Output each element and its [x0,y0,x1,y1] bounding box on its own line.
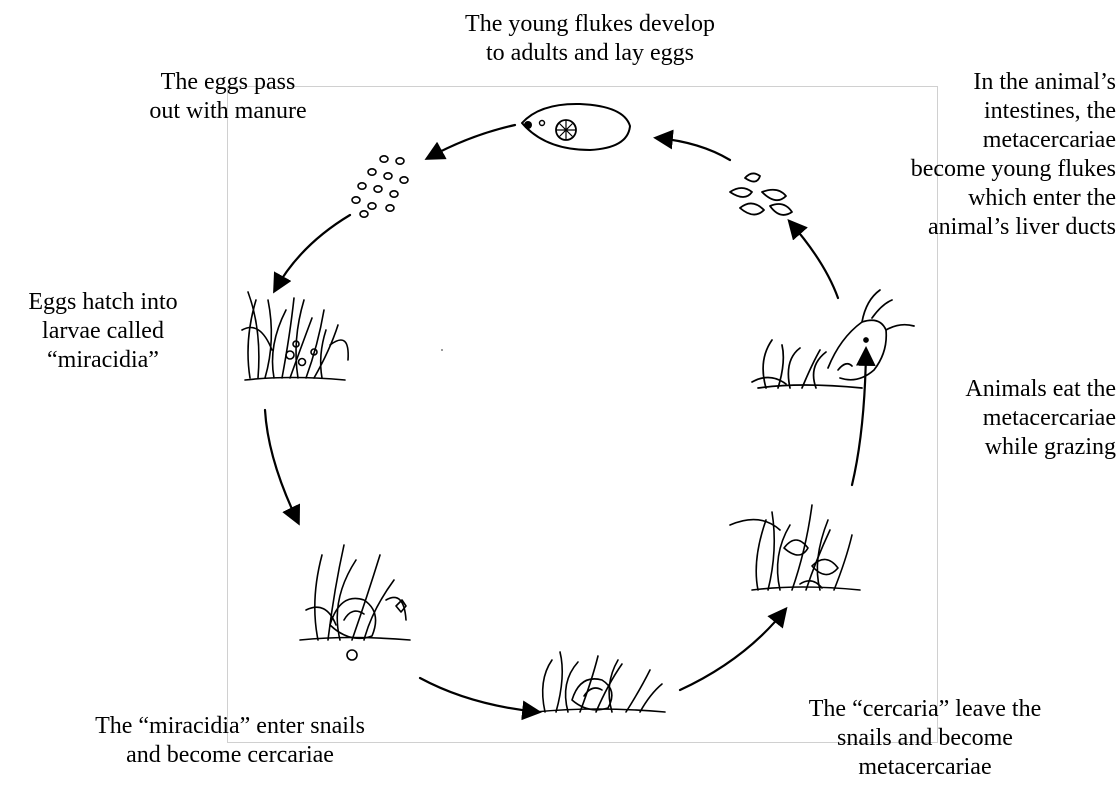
label-miracidia-line-3: “miracidia” [0,346,206,375]
label-snails-line-2: and become cercariae [60,741,400,770]
young-flukes-icon [730,173,792,214]
label-young-flukes: In the animal’s intestines, the metacerc… [820,68,1116,242]
arrow-young-flukes-to-adults [657,138,730,160]
center-dot [441,349,443,351]
label-young-flukes-line-3: metacercariae [820,126,1116,155]
arrow-snail-to-center [420,678,538,712]
label-adults: The young flukes develop to adults and l… [440,10,740,68]
arrow-adults-to-eggs [428,125,515,158]
label-miracidia: Eggs hatch into larvae called “miracidia… [0,288,206,375]
label-grazing-line-2: metacercariae [900,404,1116,433]
label-snails: The “miracidia” enter snails and become … [60,712,400,770]
arrow-metacercariae-to-goat [852,350,866,485]
label-eggs: The eggs pass out with manure [98,68,358,126]
goat-grazing-icon [752,290,914,388]
adult-fluke-icon [522,104,630,150]
label-cercaria: The “cercaria” leave the snails and beco… [770,695,1080,782]
label-young-flukes-line-1: In the animal’s [820,68,1116,97]
grass-metacercariae-icon [730,505,860,590]
grass-snail-center-icon [535,652,665,712]
label-young-flukes-line-6: animal’s liver ducts [820,213,1116,242]
label-miracidia-line-2: larvae called [0,317,206,346]
label-young-flukes-line-5: which enter the [820,184,1116,213]
arrow-grass-to-snail [265,410,298,522]
eggs-icon [352,156,408,217]
label-miracidia-line-1: Eggs hatch into [0,288,206,317]
label-cercaria-line-1: The “cercaria” leave the [770,695,1080,724]
label-grazing-line-3: while grazing [900,433,1116,462]
label-adults-line-2: to adults and lay eggs [440,39,740,68]
grass-snail-icon [300,545,410,660]
label-young-flukes-line-4: become young flukes [820,155,1116,184]
label-snails-line-1: The “miracidia” enter snails [60,712,400,741]
label-adults-line-1: The young flukes develop [440,10,740,39]
label-eggs-line-1: The eggs pass [98,68,358,97]
grass-miracidia-icon [242,292,348,380]
arrow-eggs-to-grass [275,215,350,290]
label-grazing: Animals eat the metacercariae while graz… [900,375,1116,462]
label-cercaria-line-3: metacercariae [770,753,1080,782]
arrow-center-to-metacercariae [680,610,785,690]
label-eggs-line-2: out with manure [98,97,358,126]
label-cercaria-line-2: snails and become [770,724,1080,753]
label-young-flukes-line-2: intestines, the [820,97,1116,126]
label-grazing-line-1: Animals eat the [900,375,1116,404]
